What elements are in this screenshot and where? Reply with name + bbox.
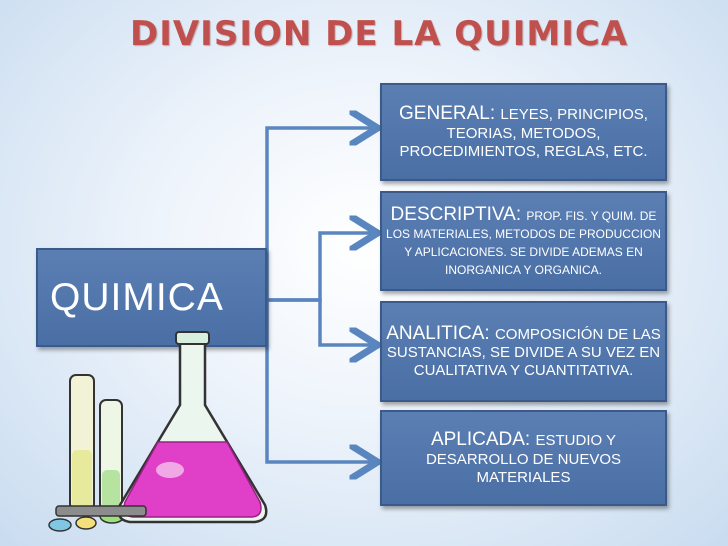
root-label: QUIMICA — [50, 275, 224, 319]
branch-detail: ESTUDIO Y DESARROLLO DE NUEVOS MATERIALE… — [425, 432, 622, 486]
branch-descriptiva: DESCRIPTIVA: PROP. FIS. Y QUIM. DE LOS M… — [380, 191, 667, 291]
branch-heading: GENERAL: — [399, 103, 501, 125]
branch-heading: DESCRIPTIVA: — [390, 203, 527, 225]
connector-analitica — [267, 298, 374, 345]
root-node-quimica: QUIMICA — [36, 248, 267, 347]
branch-detail: PROP. FIS. Y QUIM. DE LOS MATERIALES, ME… — [386, 208, 661, 277]
connector-general — [265, 128, 374, 300]
branch-general: GENERAL: LEYES, PRINCIPIOS, TEORIAS, MET… — [380, 83, 667, 181]
branch-analitica: ANALITICA: COMPOSICIÓN DE LAS SUSTANCIAS… — [380, 301, 667, 402]
connector-aplicada — [265, 300, 374, 462]
laboratory-flask-icon — [48, 331, 268, 532]
branch-heading: ANALITICA: — [386, 322, 495, 344]
slide-title: DIVISION DE LA QUIMICA — [130, 14, 629, 54]
branch-aplicada: APLICADA: ESTUDIO Y DESARROLLO DE NUEVOS… — [380, 410, 667, 506]
connector-descriptiva — [267, 233, 374, 302]
branch-detail: LEYES, PRINCIPIOS, TEORIAS, METODOS, PRO… — [399, 106, 648, 160]
branch-detail: COMPOSICIÓN DE LAS SUSTANCIAS, SE DIVIDE… — [386, 325, 661, 380]
branch-heading: APLICADA: — [430, 429, 536, 451]
